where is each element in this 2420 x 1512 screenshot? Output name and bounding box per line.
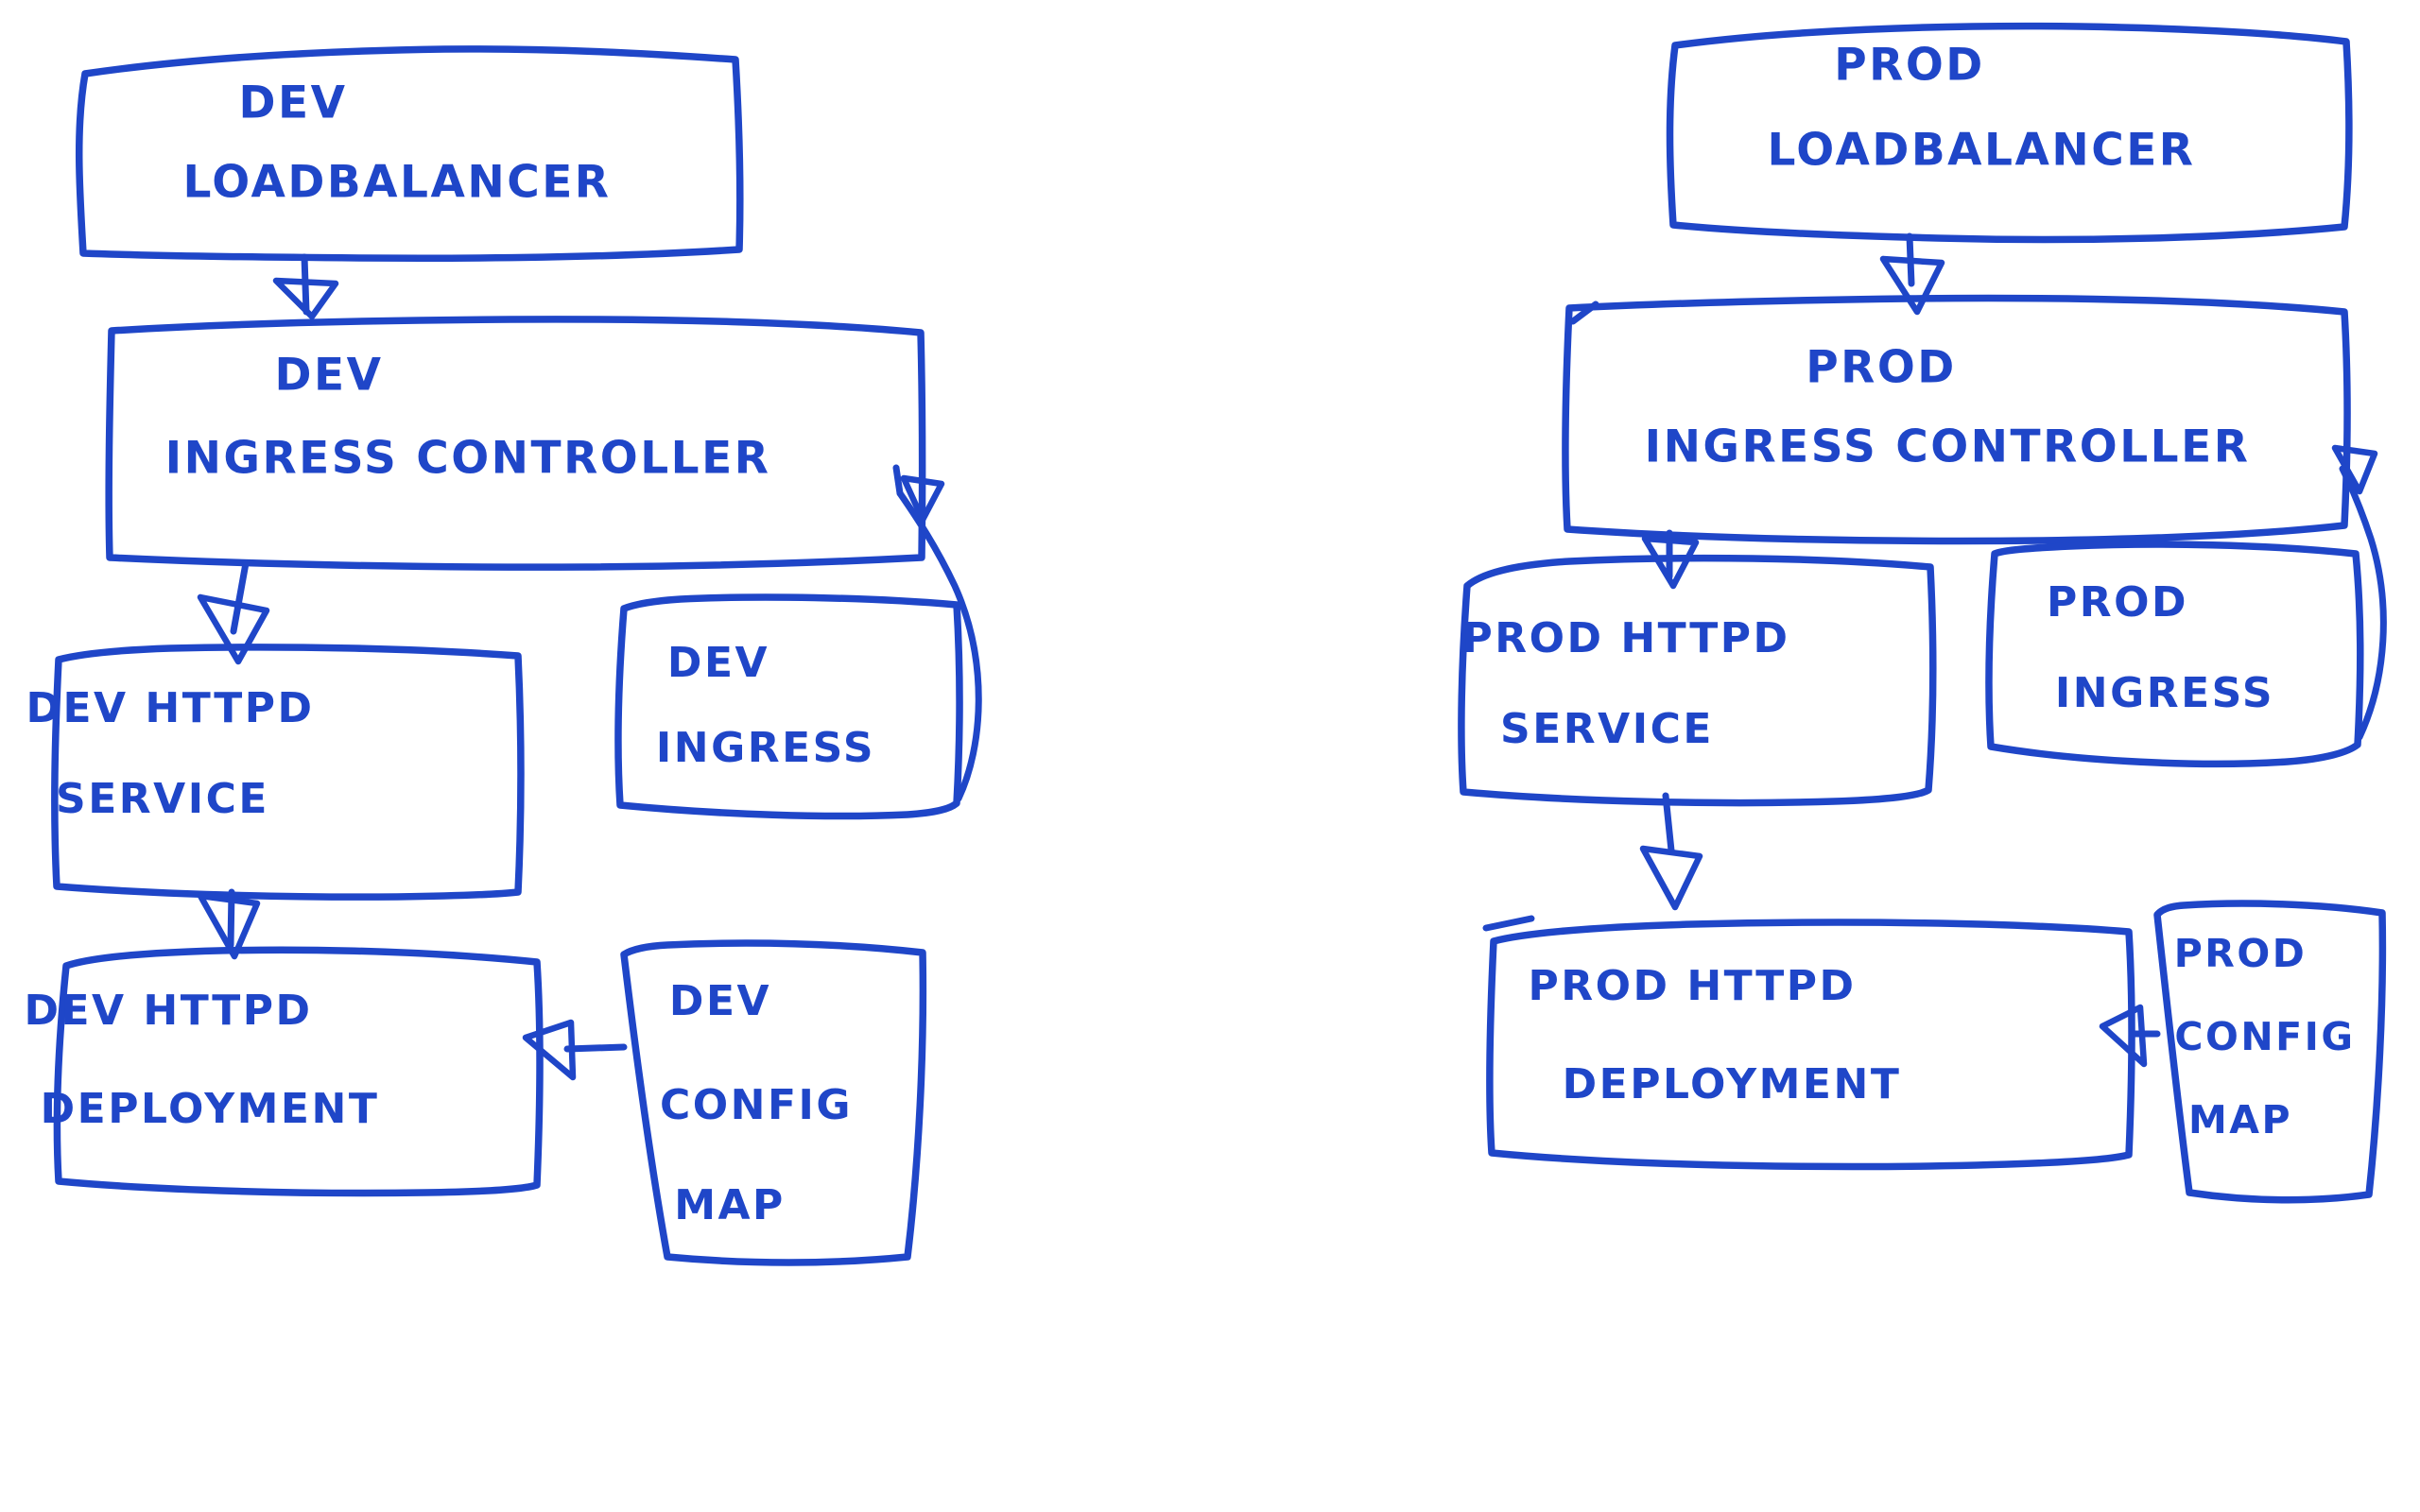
prod-svc-to-deploy-line bbox=[1662, 792, 1675, 854]
prod-httpd-service-outline bbox=[1458, 554, 1937, 807]
edge-prod-ingress-to-ic bbox=[2331, 444, 2387, 741]
prod-config-map-line3: MAP bbox=[2188, 1097, 2292, 1143]
prod-ingress-line1: PROD bbox=[2047, 578, 2188, 627]
prod-cm-to-deploy-arrowhead-icon bbox=[2099, 1004, 2148, 1068]
prod-ingress-controller-corner-tick bbox=[1569, 301, 1599, 325]
dev-httpd-deployment-line1: DEV HTTPD bbox=[24, 987, 312, 1035]
node-prod-httpd-deployment[interactable]: PROD HTTPD DEPLOYMENT bbox=[1482, 915, 2135, 1171]
dev-httpd-service-line2: SERVICE bbox=[56, 775, 269, 823]
prod-httpd-deployment-line2: DEPLOYMENT bbox=[1563, 1060, 1902, 1108]
node-dev-ingress-controller[interactable]: DEV INGRESS CONTROLLER bbox=[105, 316, 926, 571]
prod-loadbalancer-line1: PROD bbox=[1834, 40, 1985, 92]
prod-lb-to-ic-arrowhead-icon bbox=[1879, 255, 1945, 316]
edge-prod-svc-to-deploy bbox=[1639, 792, 1703, 911]
prod-ingress-line2: INGRESS bbox=[2055, 669, 2274, 717]
dev-ingress-line1: DEV bbox=[667, 639, 769, 687]
dev-lb-to-ic-arrowhead-icon bbox=[272, 277, 339, 320]
prod-svc-to-deploy-arrowhead-icon bbox=[1639, 845, 1703, 911]
edge-dev-lb-to-ic bbox=[272, 253, 339, 320]
prod-config-map-line1: PROD bbox=[2174, 931, 2308, 976]
dev-httpd-service-outline bbox=[51, 644, 525, 901]
dev-ingress-to-ic-line bbox=[896, 490, 982, 802]
prod-loadbalancer-outline bbox=[1666, 22, 2353, 244]
dev-ic-to-svc-line bbox=[230, 559, 250, 635]
prod-ingress-outline bbox=[1985, 541, 2364, 768]
dev-httpd-deployment-outline bbox=[53, 946, 544, 1197]
node-prod-ingress-controller[interactable]: PROD INGRESS CONTROLLER bbox=[1562, 294, 2351, 545]
edge-prod-lb-to-ic bbox=[1879, 232, 1945, 316]
prod-ingress-controller-outline bbox=[1562, 294, 2351, 545]
prod-httpd-service-line2: SERVICE bbox=[1500, 705, 1714, 753]
prod-ingress-controller-line1: PROD bbox=[1806, 342, 1957, 394]
prod-httpd-deployment-corner-tick bbox=[1482, 915, 1535, 932]
prod-config-map-outline bbox=[2153, 900, 2387, 1204]
prod-ingress-to-ic-arrowhead-icon bbox=[2331, 444, 2378, 495]
dev-ingress-controller-line2: INGRESS CONTROLLER bbox=[165, 433, 771, 485]
dev-config-map-line3: MAP bbox=[674, 1181, 786, 1229]
edge-prod-ic-to-svc bbox=[1641, 529, 1700, 590]
dev-httpd-deployment-line2: DEPLOYMENT bbox=[41, 1085, 380, 1133]
dev-svc-to-deploy-arrowhead-icon bbox=[197, 892, 261, 960]
prod-httpd-deployment-line1: PROD HTTPD bbox=[1528, 962, 1856, 1010]
prod-ingress-controller-line2: INGRESS CONTROLLER bbox=[1645, 421, 2251, 473]
node-dev-httpd-service[interactable]: DEV HTTPD SERVICE bbox=[26, 644, 525, 901]
dev-cm-to-deploy-line bbox=[563, 1043, 628, 1053]
dev-ingress-to-ic-arrowhead-icon bbox=[900, 474, 945, 524]
prod-httpd-deployment-outline bbox=[1486, 919, 2135, 1171]
node-prod-config-map[interactable]: PROD CONFIG MAP bbox=[2153, 900, 2387, 1204]
node-dev-config-map[interactable]: DEV CONFIG MAP bbox=[620, 939, 927, 1266]
dev-config-map-line2: CONFIG bbox=[660, 1081, 853, 1129]
edge-dev-cm-to-deploy bbox=[522, 1019, 628, 1081]
edge-dev-ic-to-svc bbox=[197, 559, 270, 665]
node-dev-httpd-deployment[interactable]: DEV HTTPD DEPLOYMENT bbox=[24, 946, 544, 1197]
dev-loadbalancer-line1: DEV bbox=[239, 77, 348, 129]
edge-dev-ingress-to-ic bbox=[892, 464, 982, 802]
node-prod-ingress[interactable]: PROD INGRESS bbox=[1985, 541, 2364, 768]
dev-loadbalancer-line2: LOADBALANCER bbox=[183, 157, 612, 209]
prod-ic-to-svc-arrowhead-icon bbox=[1641, 535, 1700, 590]
dev-ingress-controller-outline bbox=[105, 316, 926, 571]
dev-ingress-controller-line1: DEV bbox=[275, 350, 384, 402]
dev-ingress-outline bbox=[614, 593, 963, 820]
edge-dev-svc-to-deploy bbox=[197, 888, 261, 960]
dev-ic-to-svc-arrowhead-icon bbox=[197, 593, 270, 665]
node-prod-httpd-service[interactable]: PROD HTTPD SERVICE bbox=[1458, 554, 1937, 807]
edge-prod-cm-to-deploy bbox=[2099, 1004, 2161, 1068]
dev-config-map-outline bbox=[620, 939, 927, 1266]
node-dev-loadbalancer[interactable]: DEV LOADBALANCER bbox=[76, 45, 744, 262]
prod-config-map-line2: CONFIG bbox=[2174, 1014, 2355, 1059]
prod-httpd-service-line1: PROD HTTPD bbox=[1461, 614, 1789, 662]
dev-ingress-to-ic-tail bbox=[892, 464, 904, 497]
prod-ingress-to-ic-line bbox=[2339, 465, 2387, 741]
dev-httpd-service-line1: DEV HTTPD bbox=[26, 684, 314, 732]
dev-cm-to-deploy-arrowhead-icon bbox=[522, 1019, 577, 1081]
dev-config-map-line1: DEV bbox=[669, 977, 771, 1025]
prod-loadbalancer-line2: LOADBALANCER bbox=[1768, 125, 2196, 177]
node-prod-loadbalancer[interactable]: PROD LOADBALANCER bbox=[1666, 22, 2353, 244]
dev-ingress-line2: INGRESS bbox=[656, 724, 875, 772]
dev-loadbalancer-outline bbox=[76, 45, 744, 262]
node-dev-ingress[interactable]: DEV INGRESS bbox=[614, 593, 963, 820]
